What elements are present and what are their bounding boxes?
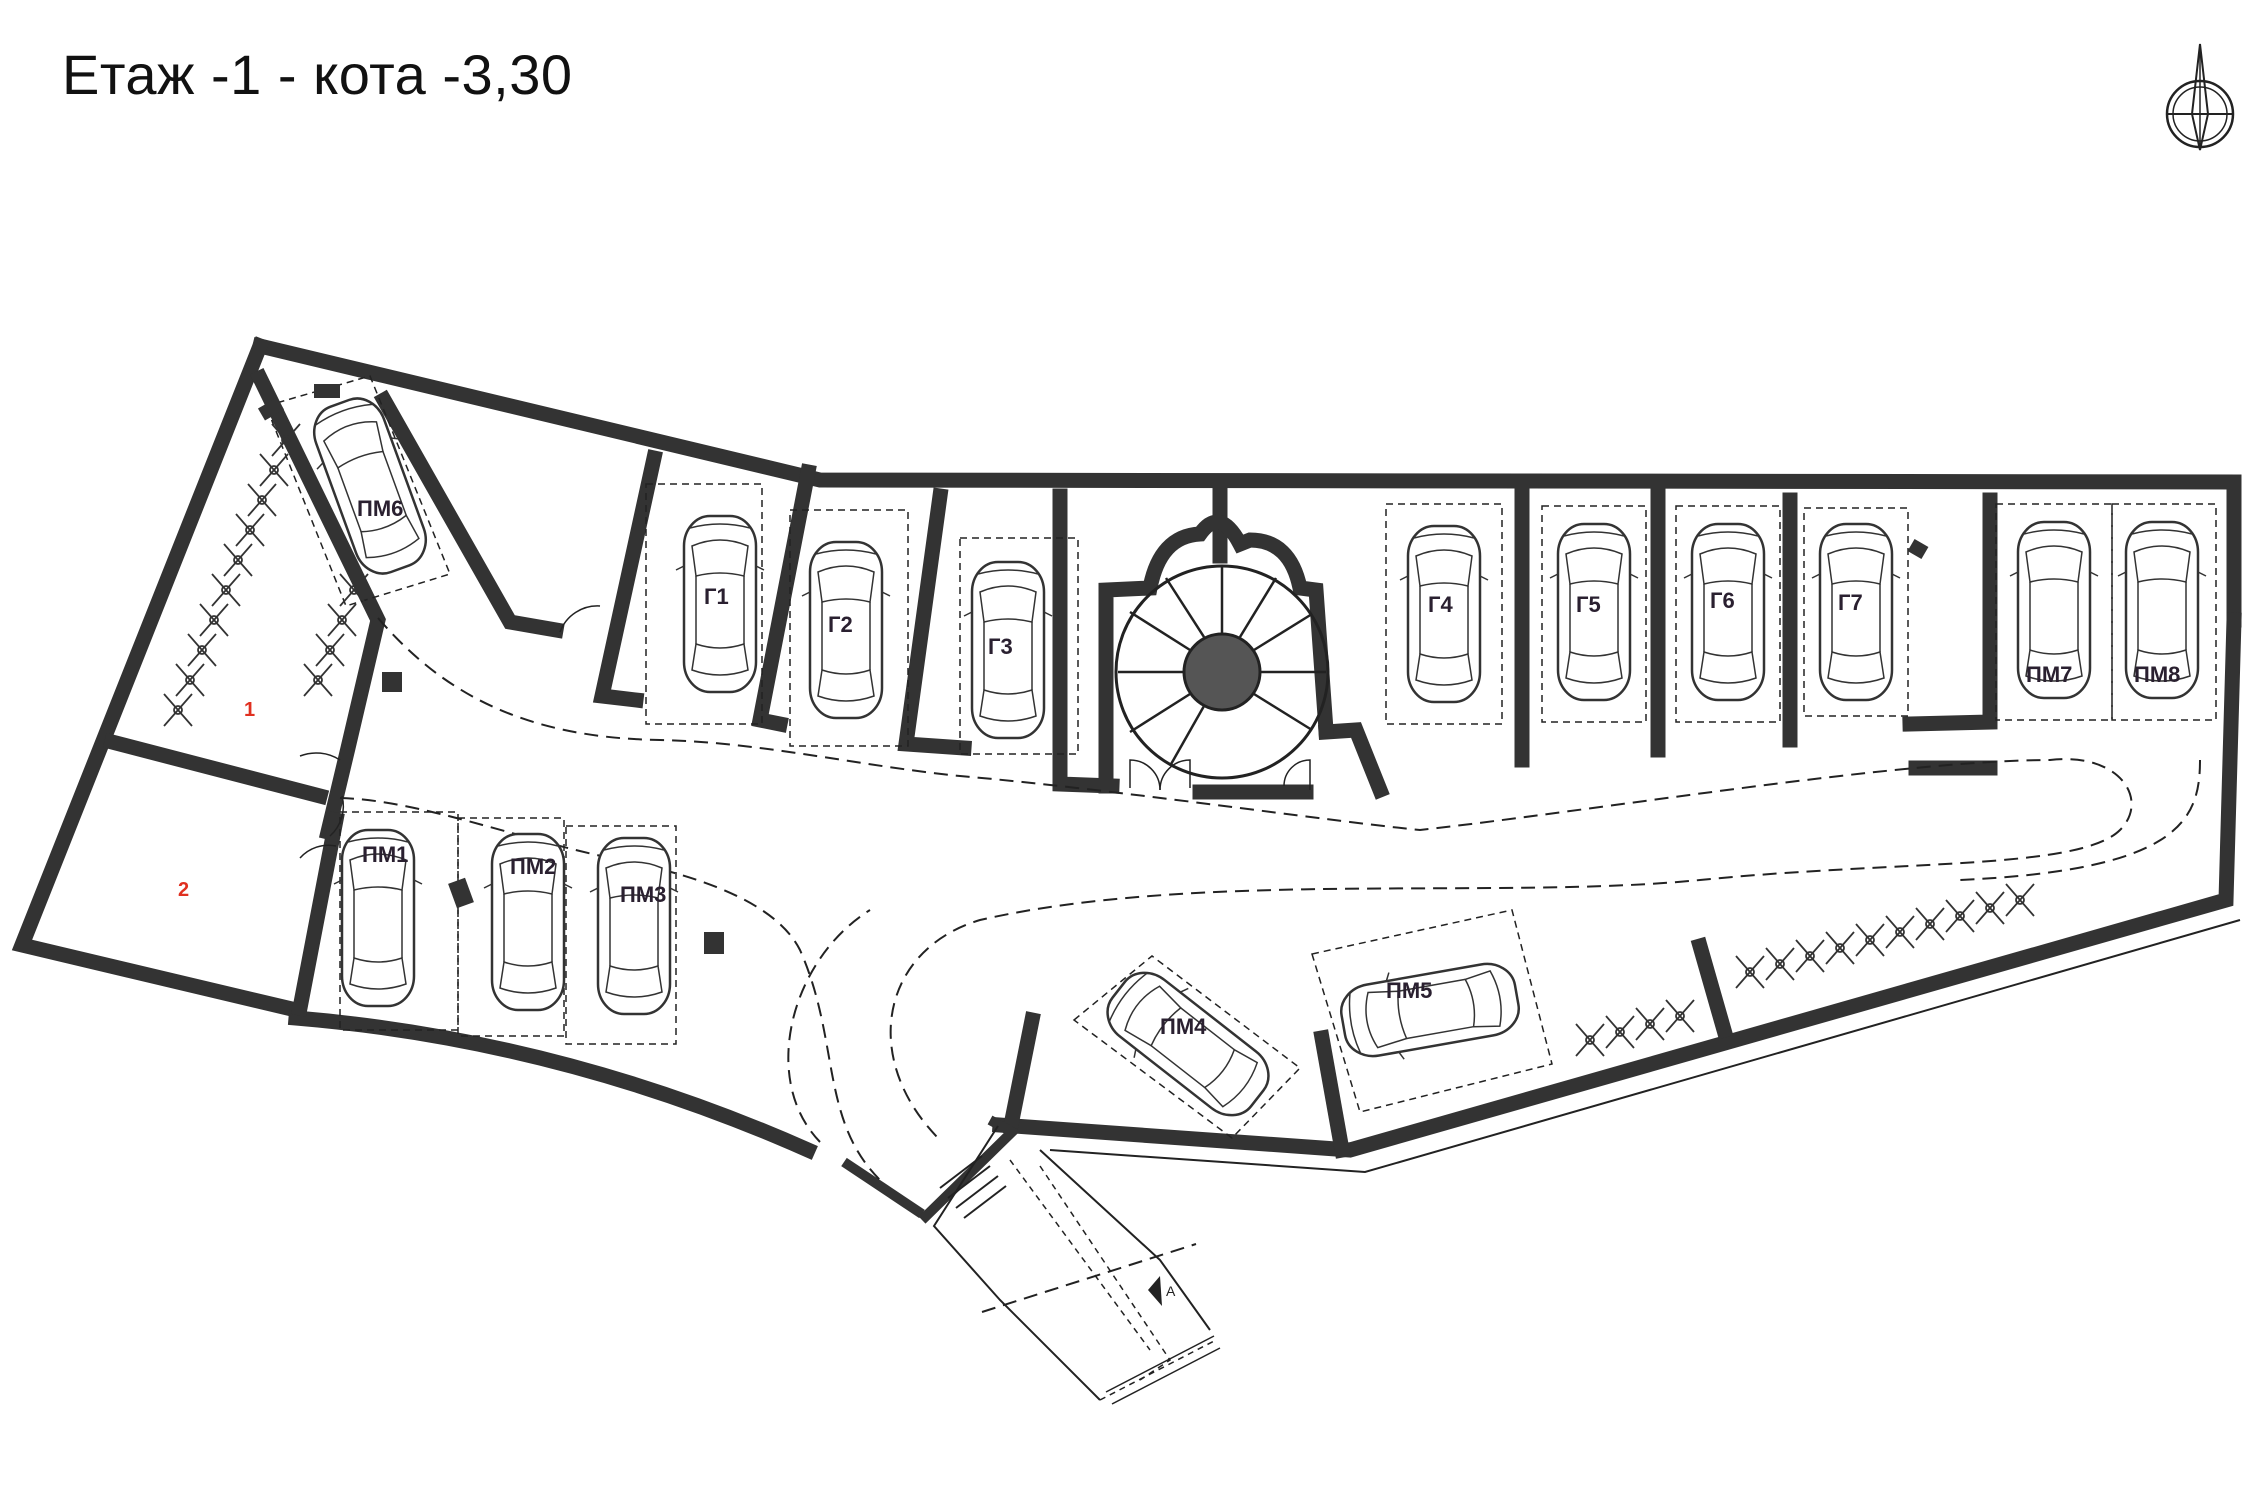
space-label-pm1: ПМ1 (362, 842, 408, 867)
space-label-pm2: ПМ2 (510, 854, 556, 879)
space-label-pm4: ПМ4 (1160, 1014, 1207, 1039)
space-label-g5: Г5 (1576, 592, 1601, 617)
room-label-1: 1 (244, 699, 255, 721)
space-label-g7: Г7 (1838, 590, 1863, 615)
space-labels: ПМ6 Г1 Г2 Г3 Г4 Г5 Г6 Г7 ПМ7 ПМ8 ПМ1 ПМ2… (357, 496, 2180, 1039)
doors (299, 605, 601, 859)
space-label-g6: Г6 (1710, 588, 1735, 613)
room-label-2: 2 (178, 879, 189, 901)
parking-bays (264, 375, 2217, 1139)
section-marker: A (1166, 1283, 1176, 1299)
north-arrow-icon (2165, 43, 2235, 151)
exterior-walls (11, 336, 2242, 1219)
space-label-pm5: ПМ5 (1386, 978, 1432, 1003)
spiral-staircase (1098, 514, 1335, 794)
space-label-g2: Г2 (828, 612, 853, 637)
space-label-g3: Г3 (988, 634, 1013, 659)
space-label-g1: Г1 (704, 584, 729, 609)
room-labels: 1 2 (178, 699, 255, 901)
space-label-pm3: ПМ3 (620, 882, 666, 907)
driveway-lines (339, 617, 2201, 1181)
entrance-ramp: A (918, 1115, 1221, 1405)
space-label-pm7: ПМ7 (2026, 662, 2072, 687)
space-label-g4: Г4 (1428, 592, 1453, 617)
pillars (257, 384, 1929, 954)
space-label-pm6: ПМ6 (357, 496, 403, 521)
interior-walls (102, 367, 1998, 1159)
space-label-pm8: ПМ8 (2134, 662, 2180, 687)
page-title: Етаж -1 - кота -3,30 (62, 43, 573, 106)
